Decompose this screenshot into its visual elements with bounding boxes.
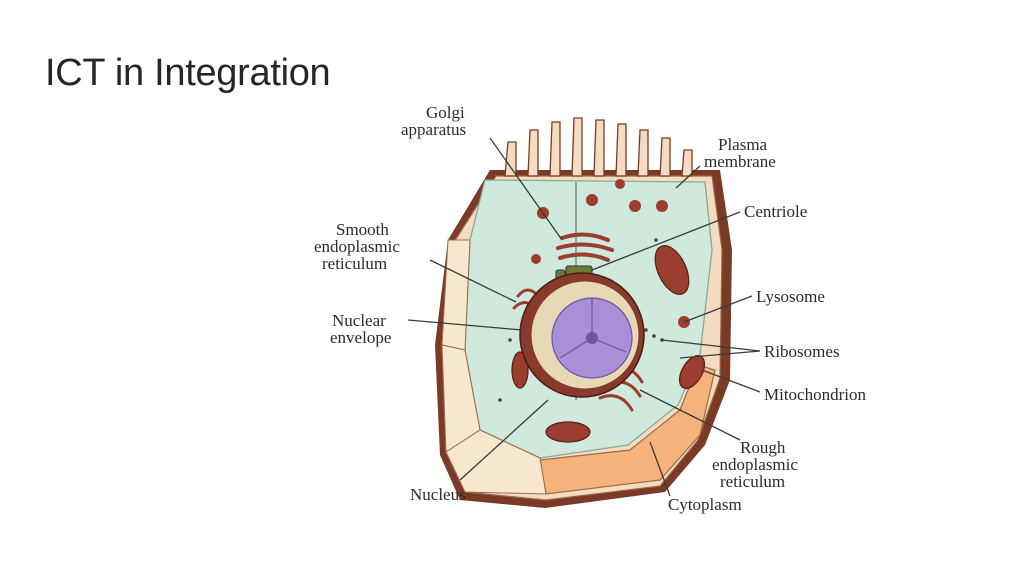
leader-lines: [407, 137, 761, 497]
label-mitochondrion: Mitochondrion: [764, 385, 866, 404]
label-plasma-line2: membrane: [704, 152, 776, 171]
animal-cell-diagram: Golgi apparatus Plasma membrane Centriol…: [314, 103, 866, 514]
label-rough-line1: Rough: [740, 438, 786, 457]
diagram-labels: Golgi apparatus Plasma membrane Centriol…: [314, 103, 866, 514]
label-nuclear-line2: envelope: [330, 328, 391, 347]
label-smooth-line3: reticulum: [322, 254, 387, 273]
organelles: [498, 179, 706, 443]
label-smooth-line1: Smooth: [336, 220, 389, 239]
nucleus: [519, 272, 645, 398]
label-smooth-line2: endoplasmic: [314, 237, 400, 256]
label-golgi-line1: Golgi: [426, 103, 465, 122]
label-cytoplasm: Cytoplasm: [668, 495, 742, 514]
label-golgi-line2: apparatus: [401, 120, 466, 139]
golgi-apparatus: [556, 232, 614, 262]
microvilli: [504, 117, 693, 177]
label-plasma-line1: Plasma: [718, 135, 768, 154]
label-ribosomes: Ribosomes: [764, 342, 840, 361]
label-lysosome: Lysosome: [756, 287, 825, 306]
label-rough-line2: endoplasmic: [712, 455, 798, 474]
label-nuclear-line1: Nuclear: [332, 311, 386, 330]
label-centriole: Centriole: [744, 202, 807, 221]
label-nucleus: Nucleus: [410, 485, 466, 504]
label-rough-line3: reticulum: [720, 472, 785, 491]
slide-title: ICT in Integration: [45, 52, 331, 94]
mitochondria: [511, 245, 706, 443]
